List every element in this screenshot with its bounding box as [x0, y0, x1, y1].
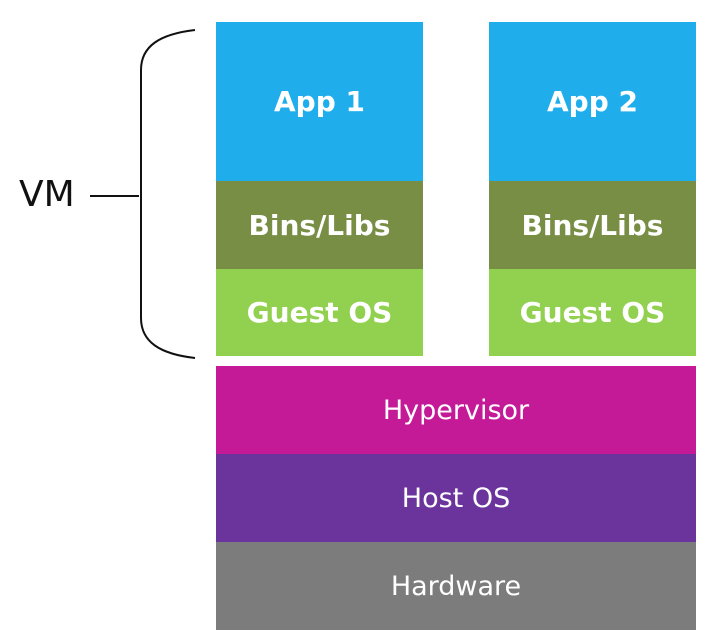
app-1-label: App 1	[274, 85, 365, 118]
vm-label: VM	[19, 174, 75, 215]
guest-os-2-label: Guest OS	[519, 296, 666, 329]
bins-libs-1-label: Bins/Libs	[248, 208, 391, 242]
app-1-block: App 1	[216, 22, 423, 181]
host-os-block: Host OS	[216, 454, 696, 542]
hypervisor-label: Hypervisor	[382, 394, 530, 426]
guest-os-1-label: Guest OS	[246, 296, 393, 329]
hardware-label: Hardware	[390, 570, 522, 602]
app-2-label: App 2	[547, 85, 638, 118]
bins-libs-2-label: Bins/Libs	[521, 208, 664, 242]
app-2-block: App 2	[489, 22, 696, 181]
bins-libs-1-block: Bins/Libs	[216, 181, 423, 269]
bins-libs-2-block: Bins/Libs	[489, 181, 696, 269]
guest-os-1-block: Guest OS	[216, 269, 423, 356]
hardware-block: Hardware	[216, 542, 696, 630]
hypervisor-block: Hypervisor	[216, 366, 696, 454]
host-os-label: Host OS	[401, 482, 511, 514]
guest-os-2-block: Guest OS	[489, 269, 696, 356]
